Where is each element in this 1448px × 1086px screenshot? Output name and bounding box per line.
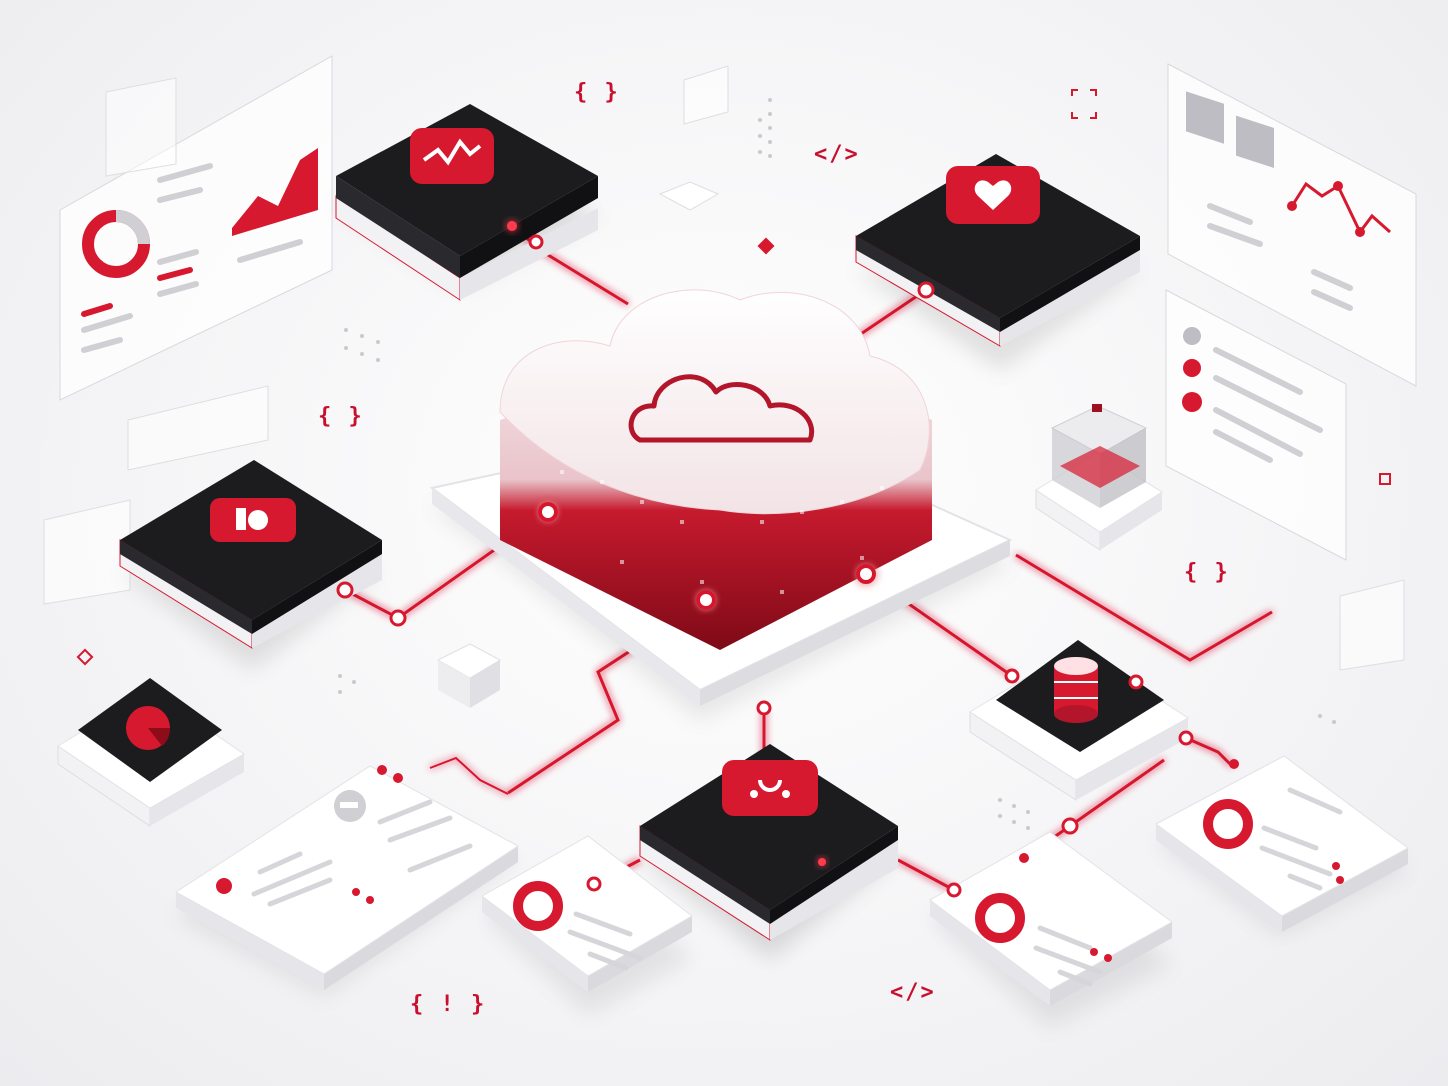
node-integration[interactable] (639, 700, 898, 960)
small-cube (436, 643, 502, 708)
link-right-panel (1015, 553, 1273, 662)
braces-alert-symbol: { ! } (410, 992, 487, 1017)
cloud-hub (429, 289, 1013, 720)
card-status-left-port (586, 876, 602, 892)
braces-symbol-top: { } (574, 80, 620, 105)
area-chart-icon (232, 148, 318, 236)
node-analytics[interactable] (335, 104, 598, 301)
node-health[interactable] (855, 154, 1140, 370)
node-health-port (917, 281, 935, 299)
node-users[interactable] (119, 460, 407, 670)
link-left-card (429, 756, 509, 795)
node-database-port (1004, 668, 1020, 684)
link-card-right (897, 858, 955, 892)
braces-symbol-left: { } (318, 404, 364, 429)
node-database[interactable] (969, 640, 1194, 801)
hub-port-right (856, 564, 876, 584)
status-ring-icon (513, 881, 563, 931)
node-reports[interactable] (57, 678, 245, 827)
diamond-marker (757, 237, 775, 255)
node-integration-port (756, 700, 772, 716)
code-tag-symbol-top: </> (814, 142, 860, 167)
hub-port-left (538, 502, 558, 522)
square-outline-marker (1379, 473, 1391, 485)
card-profile[interactable] (175, 765, 519, 996)
diamond-outline-marker (76, 648, 94, 666)
node-analytics-port (528, 234, 544, 250)
braces-symbol-right: { } (1184, 560, 1230, 585)
cloud-icon (628, 374, 815, 443)
code-tag-symbol-bottom: </> (890, 980, 936, 1005)
dashboard-panel-right (658, 63, 1417, 671)
pie-chart-icon (126, 706, 171, 750)
card-status-right[interactable] (1061, 755, 1409, 936)
status-ring-icon (1203, 799, 1253, 849)
glass-cube (1035, 404, 1163, 551)
hub-top (499, 289, 930, 515)
database-icon (1054, 657, 1098, 723)
dashboard-panel-left (43, 55, 333, 605)
decorative-dots (338, 98, 1336, 830)
status-ring-icon (975, 893, 1025, 943)
card-status-left[interactable] (481, 835, 693, 1014)
hub-port-bottom (696, 590, 716, 610)
frame-corner-icon (1071, 89, 1097, 119)
card-status-center[interactable] (929, 831, 1173, 1028)
node-users-port (336, 581, 354, 599)
